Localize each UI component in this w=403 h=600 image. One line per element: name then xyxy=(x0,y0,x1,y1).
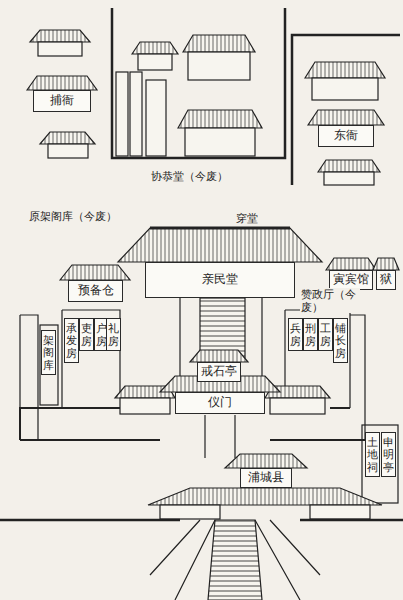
building-name: 戒石亭 xyxy=(201,365,237,378)
building-name: 工房 xyxy=(320,322,331,346)
building-name: 架阁库 xyxy=(43,334,54,370)
place-label: 赞政厅（今废） xyxy=(300,288,360,313)
building-name: 狱 xyxy=(380,273,392,286)
place-label: 原架阁库（今废） xyxy=(28,210,118,223)
building-name: 吏房 xyxy=(81,322,92,346)
building-name: 礼房 xyxy=(108,322,119,346)
place-label: 穿堂 xyxy=(235,212,259,225)
building-name: 寅宾馆 xyxy=(333,273,369,286)
building-name: 铺长房 xyxy=(335,322,346,358)
shrine-room: 申明亭 xyxy=(381,432,396,477)
gate-body: 仪门 xyxy=(175,392,265,414)
building-name: 浦城县 xyxy=(248,471,284,484)
building-body: 捕衙 xyxy=(33,90,91,112)
building-body: 寅宾馆 xyxy=(329,270,373,290)
building-name: 土地祠 xyxy=(367,436,378,472)
building-name: 捕衙 xyxy=(50,94,74,107)
wing-room: 承发房 xyxy=(64,318,79,363)
building-name: 预备仓 xyxy=(78,284,114,297)
wing-room: 兵房 xyxy=(288,318,303,351)
building-body: 狱 xyxy=(376,270,396,290)
wing-room: 铺长房 xyxy=(333,318,348,363)
building-name: 亲民堂 xyxy=(202,273,238,286)
wing-room: 工房 xyxy=(318,318,333,351)
building-name: 兵房 xyxy=(290,322,301,346)
wing-room: 礼房 xyxy=(106,318,121,351)
gate-body: 浦城县 xyxy=(240,468,292,488)
wing-room: 刑房 xyxy=(303,318,318,351)
wing-room: 架阁库 xyxy=(41,330,56,375)
building-name: 承发房 xyxy=(66,322,77,358)
hall-body: 亲民堂 xyxy=(145,262,295,298)
building-name: 东衙 xyxy=(334,129,358,142)
building-body: 东衙 xyxy=(318,125,374,147)
building-name: 申明亭 xyxy=(383,436,394,472)
wing-room: 吏房 xyxy=(79,318,94,351)
building-body: 预备仓 xyxy=(68,280,123,302)
building-name: 仪门 xyxy=(208,396,232,409)
shrine-room: 土地祠 xyxy=(365,432,380,477)
place-label: 协恭堂（今废） xyxy=(150,170,229,183)
building-name: 刑房 xyxy=(305,322,316,346)
pavilion-body: 戒石亭 xyxy=(197,362,241,382)
